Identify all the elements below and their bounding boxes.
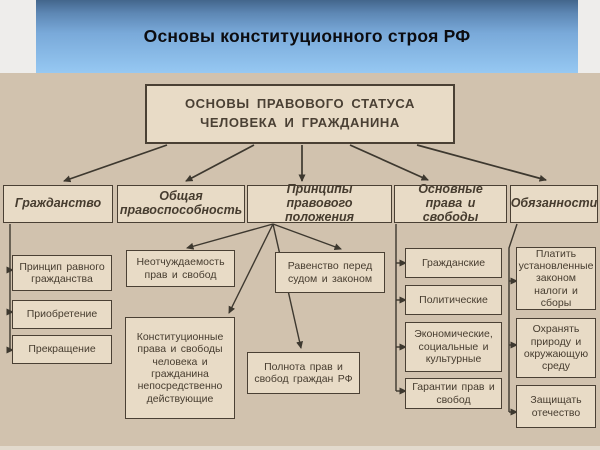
child-box-acquisition: Приобретение	[12, 300, 112, 329]
root-box-line2: ЧЕЛОВЕКА И ГРАЖДАНИНА	[200, 115, 400, 130]
child-box-guarantees-of-rights: Гарантии прав и свобод	[405, 378, 502, 409]
child-box-inalienability-of-rights: Неотчуждаемость прав и свобод	[126, 250, 235, 287]
root-box-line1: ОСНОВЫ ПРАВОВОГО СТАТУСА	[184, 96, 416, 112]
child-box-constitutional-rights-direct-effect: Конституционные права и свободы человека…	[125, 317, 235, 419]
branch-box-basic-rights: Основные права и свободы	[394, 183, 507, 224]
branch-box-duties: Обязанности	[510, 185, 598, 223]
root-box: ОСНОВЫ ПРАВОВОГО СТАТУСА ЧЕЛОВЕКА И ГРАЖ…	[145, 84, 455, 144]
slide-title: Основы конституционного строя РФ	[143, 26, 471, 46]
child-box-protect-nature: Охранять природу и окружающую среду	[516, 318, 596, 378]
branch-box-citizenship: Гражданство	[3, 185, 113, 223]
child-box-equality-before-court: Равенство перед судом и законом	[275, 252, 385, 293]
child-box-pay-taxes: Платить установленные законом налоги и с…	[516, 247, 596, 310]
branch-box-legal-status-principles: Принципы правового положения	[247, 183, 392, 224]
child-box-political-rights: Политические	[405, 285, 502, 315]
branch-box-legal-capacity: Общая правоспособность	[117, 185, 245, 223]
child-box-equal-citizenship-principle: Принцип равного гражданства	[12, 255, 112, 291]
child-box-defend-fatherland: Защищать отечество	[516, 385, 596, 428]
basic-rights-rail	[395, 224, 407, 395]
child-box-fullness-of-rights: Полнота прав и свобод граждан РФ	[247, 352, 360, 394]
child-box-civil-rights: Гражданские	[405, 248, 502, 278]
duties-rail	[508, 223, 518, 416]
slide-title-banner: Основы конституционного строя РФ	[36, 0, 578, 73]
principles-fan-arrows	[186, 223, 342, 349]
child-box-economic-social-cultural: Экономические, социальные и культурные	[405, 322, 502, 372]
root-fan-arrows	[63, 144, 547, 183]
child-box-termination: Прекращение	[12, 335, 112, 364]
slide-bottom-edge	[0, 446, 600, 450]
